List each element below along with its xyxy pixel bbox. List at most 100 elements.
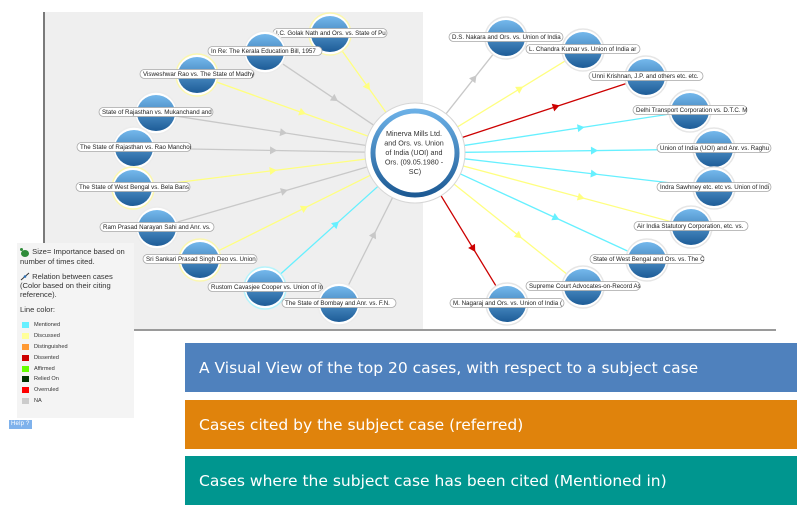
banner-citing-subject: Cases where the subject case has been ci… [185,456,797,505]
legend-panel: Size= Importance based on number of time… [17,243,134,418]
edge-arrowhead [590,169,598,178]
edge-line [464,113,671,147]
legend-item: Overruled [20,385,131,396]
case-node[interactable]: M. Nagaraj and Ors. vs. Union of India ( [449,282,565,326]
case-node[interactable]: Visweshwar Rao vs. The State of Madhy [139,53,255,97]
edge-arrowhead [362,82,371,91]
case-label: D.S. Nakara and Ors. vs. Union of India [452,34,561,41]
case-label-box [139,69,255,79]
case-label: M. Nagaraj and Ors. vs. Union of India ( [453,300,563,307]
legend-relation-text: Relation between cases (Color based on t… [20,271,113,299]
citation-edge [215,81,369,137]
edge-arrowhead [269,146,278,155]
case-node[interactable]: Indra Sawhney etc. etc vs. Union of Indi [656,166,772,210]
case-node[interactable]: The State of Bombay and Anr. vs. F.N. [281,282,397,326]
legend-relation-note: Relation between cases (Color based on t… [20,272,131,300]
case-node[interactable]: D.S. Nakara and Ors. vs. Union of India [448,16,564,60]
edge-line [152,158,366,187]
legend-item-label: Relied On [34,376,59,383]
citation-edge [281,62,374,126]
case-label: Unni Krishnan, J.P. and others etc. etc. [592,73,699,80]
citation-edge [464,113,671,147]
case-label-box [633,221,749,231]
case-node[interactable]: In Re: The Kerala Education Bill, 1957 [207,30,323,74]
edge-line [217,174,371,252]
case-label-box [656,143,772,153]
edge-line [453,183,568,276]
case-label-box [589,254,705,264]
edge-line [281,62,374,126]
legend-item: Affirmed [20,363,131,374]
legend-item: NA [20,396,131,407]
case-label: Delhi Transport Corporation vs. D.T.C. M [636,107,747,114]
case-node[interactable]: State of West Bengal and Ors. vs. The C [589,238,705,282]
citation-edge [279,185,379,276]
case-label-box [448,32,564,42]
edge-arrowhead [551,103,560,112]
case-node[interactable]: Sri Sankari Prasad Singh Deo vs. Union [142,238,258,282]
edge-line [460,173,630,253]
case-label: Ram Prasad Narayan Sahi and Anr. vs. [103,224,211,231]
case-node[interactable]: Ram Prasad Narayan Sahi and Anr. vs. [99,206,215,250]
case-label: I.C. Golak Nath and Ors. vs. State of Pu [276,30,386,37]
help-link[interactable]: Help ? [9,420,32,429]
banner-citing-subject-text: Cases where the subject case has been ci… [199,471,667,490]
edge-arrowhead [279,128,288,137]
edge-line [279,185,379,276]
edge-line [445,53,495,115]
citation-edge [341,49,387,113]
case-label: State of Rajasthan vs. Mukanchand and [102,109,212,116]
edge-arrowhead [468,243,476,252]
case-label-box [449,298,565,308]
case-label: State of West Bengal and Ors. vs. The C [593,256,705,263]
edge-arrowhead [298,107,307,116]
case-label: Visweshwar Rao vs. The State of Madhy [143,71,255,78]
nodes-layer: I.C. Golak Nath and Ors. vs. State of Pu… [75,12,772,326]
legend-item-label: Discussed [34,333,60,340]
legend-swatch [22,365,29,372]
citation-edge [463,165,672,223]
case-node[interactable]: Unni Krishnan, J.P. and others etc. etc. [588,55,704,99]
case-label-box [525,281,641,291]
legend-swatch [22,354,29,361]
edge-arrowhead [331,221,339,230]
legend-item-label: Affirmed [34,365,55,372]
legend-swatch [22,397,29,404]
case-node[interactable]: The State of West Bengal vs. Bela Bans [75,166,191,210]
edge-arrowhead [551,213,560,221]
subject-case-node[interactable]: Minerva Mills Ltd. and Ors. vs. Union of… [364,102,466,204]
edge-arrowhead [590,146,598,155]
citation-edge [464,158,695,187]
case-node[interactable]: Union of India (UOI) and Anr. vs. Raghu [656,127,772,171]
case-node[interactable]: The State of Rajasthan vs. Rao Manchoi [76,126,192,170]
legend-item-label: Overruled [34,387,59,394]
case-label: L. Chandra Kumar vs. Union of India ar [529,46,636,53]
case-node[interactable]: State of Rajasthan vs. Mukanchand and [98,91,214,135]
case-node[interactable]: I.C. Golak Nath and Ors. vs. State of Pu [272,12,388,56]
case-node[interactable]: L. Chandra Kumar vs. Union of India ar [525,28,641,72]
case-node[interactable]: Delhi Transport Corporation vs. D.T.C. M [632,89,747,133]
legend-item: Mentioned [20,320,131,331]
legend-item-label: Dissented [34,354,59,361]
edge-arrowhead [299,205,308,213]
citation-graph[interactable]: I.C. Golak Nath and Ors. vs. State of Pu… [45,12,778,331]
edge-arrowhead [576,192,585,201]
edge-arrowhead [368,231,377,240]
banner-visual-view: A Visual View of the top 20 cases, with … [185,343,797,392]
case-graph-panel[interactable]: I.C. Golak Nath and Ors. vs. State of Pu… [43,12,776,331]
subject-node-inner [376,114,454,192]
citation-edge [217,174,371,252]
case-node[interactable]: Rustom Cavasjee Cooper vs. Union of In [207,266,324,310]
case-label-box [656,182,772,192]
edge-line [176,166,368,224]
case-node[interactable]: Air India Statutory Corporation, etc. vs… [633,205,749,249]
node-size-icon [20,247,30,257]
edge-line [464,148,695,153]
case-node[interactable]: Supreme Court Advocates-on-Record As [525,265,641,309]
case-label-box [142,254,258,264]
relation-line-icon [20,272,30,281]
edge-line [341,49,387,113]
citation-edge [440,195,498,288]
legend-swatch [22,333,29,340]
legend-item: Relied On [20,374,131,385]
